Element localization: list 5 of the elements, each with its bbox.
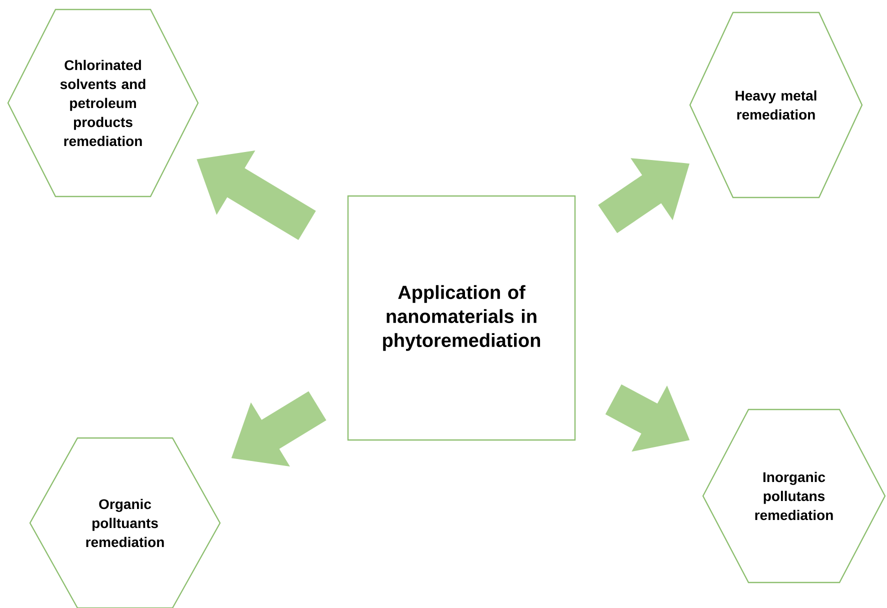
hexagon: Organic polltuants remediation [29, 437, 221, 608]
hexagon: Heavy metal remediation [689, 12, 863, 198]
hexagon: Chlorinated solvents and petroleum products remediation [7, 8, 199, 198]
content-box: Application of nanomaterials in phytoremediation [347, 195, 576, 441]
hexagon: Inorganic pollutans remediation [702, 408, 886, 584]
